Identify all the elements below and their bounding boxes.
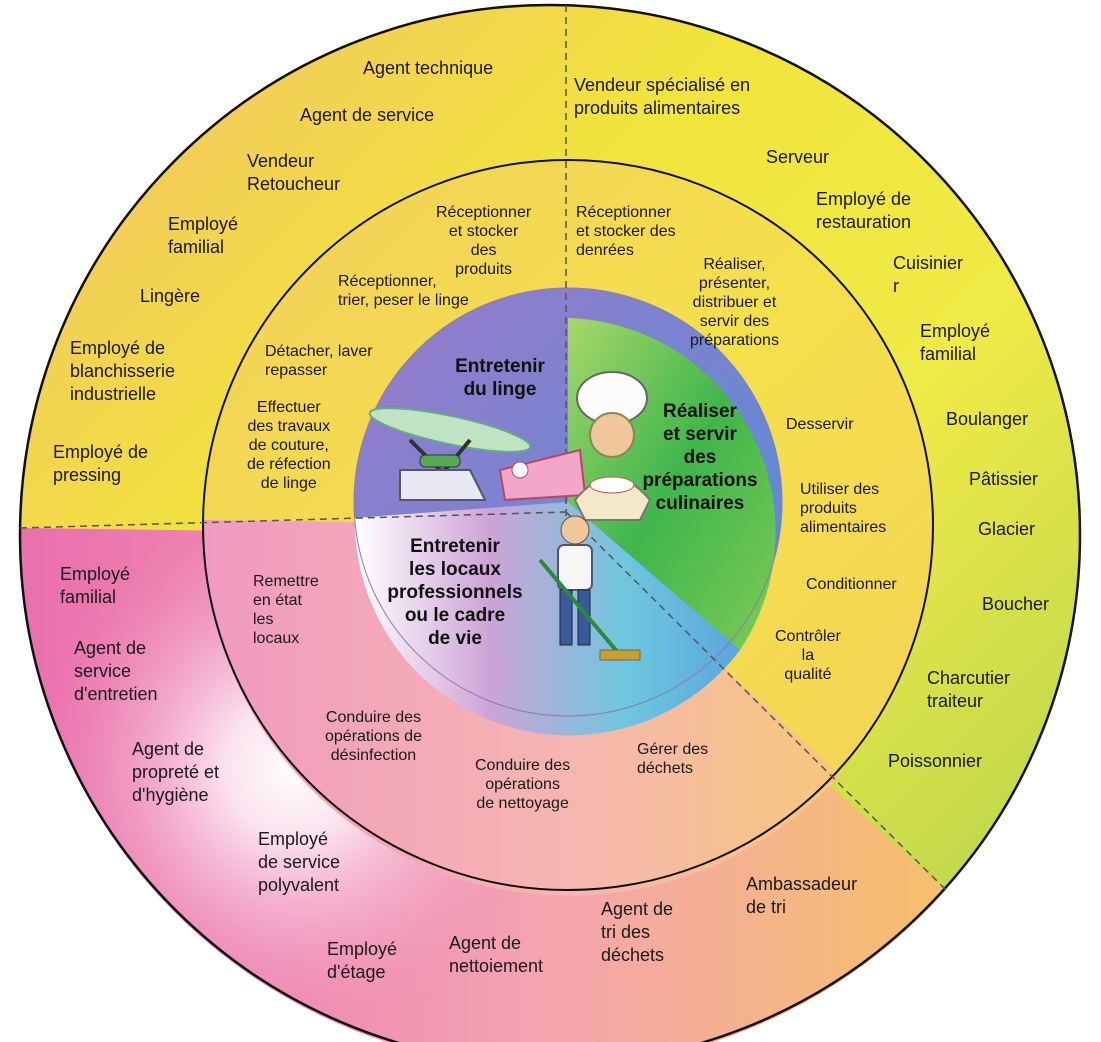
job-serveur: Serveur <box>766 147 830 167</box>
job-restauration: Employé de restauration <box>816 189 912 232</box>
job-entretien: Agent de service d'entretien <box>74 638 158 704</box>
task-linge-couture: Effectuer des travaux de couture, de réf… <box>247 399 331 492</box>
job-agent-technique: Agent technique <box>363 58 494 78</box>
task-linge-detacher: Détacher, laver repasser <box>265 343 373 379</box>
task-loc-nettoyage: Conduire des opérations de nettoyage <box>475 757 571 812</box>
inner-disc-locaux <box>354 502 740 736</box>
job-poissonnier: Poissonnier <box>888 751 983 771</box>
divider-diagonal <box>565 511 947 891</box>
job-lingere: Lingère <box>140 286 201 306</box>
job-patissier: Pâtissier <box>969 469 1039 489</box>
task-cul-qualite: Contrôler la qualité <box>775 628 841 683</box>
task-linge-stocker: Réceptionner et stocker des produits <box>436 204 532 278</box>
janitor-icon <box>538 515 641 661</box>
job-employe-familial-2: Employé familial <box>920 321 991 364</box>
job-agent-service: Agent de service <box>300 105 435 125</box>
job-vendeur-alim: Vendeur spécialisé en produits alimentai… <box>574 75 751 118</box>
domain-linge: Entretenir du linge <box>455 356 545 400</box>
job-vendeur-retoucheur: Vendeur Retoucheur <box>247 151 341 194</box>
task-cul-utiliser: Utiliser des produits alimentaires <box>800 481 887 536</box>
domain-locaux: Entretenir les locaux professionnels ou … <box>387 536 523 649</box>
job-proprete: Agent de propreté et d'hygiène <box>132 739 220 805</box>
job-employe-familial-1: Employé familial <box>168 214 239 257</box>
task-cul-conditionner: Conditionner <box>806 576 897 593</box>
job-employe-familial-3: Employé familial <box>60 564 131 607</box>
task-loc-dechets: Gérer des déchets <box>637 741 709 777</box>
task-cul-realiser: Réaliser, présenter, distribuer et servi… <box>690 256 779 349</box>
chef-icon <box>573 371 652 521</box>
task-linge-trier: Réceptionner, trier, peser le linge <box>338 273 469 309</box>
job-charcutier: Charcutier traiteur <box>927 668 1011 711</box>
task-loc-desinfection: Conduire des opérations de désinfection <box>325 709 422 764</box>
task-loc-remettre: Remettre en état les locaux <box>253 573 319 647</box>
job-polyvalent: Employé de service polyvalent <box>258 829 341 895</box>
job-glacier: Glacier <box>978 519 1036 539</box>
task-cul-desservir: Desservir <box>786 416 854 433</box>
job-ambassadeur: Ambassadeur de tri <box>746 874 858 917</box>
job-tri-dechets: Agent de tri des déchets <box>601 899 674 965</box>
domain-culinaire: Réaliser et servir des préparations culi… <box>642 401 758 514</box>
job-boucher: Boucher <box>982 594 1050 614</box>
job-boulanger: Boulanger <box>946 409 1029 429</box>
iron-icon <box>399 454 487 501</box>
job-etage: Employé d'étage <box>327 939 398 982</box>
job-nettoiement: Agent de nettoiement <box>449 933 544 976</box>
task-cul-denrees: Réceptionner et stocker des denrées <box>576 204 676 259</box>
job-blanchisserie: Employé de blanchisserie industrielle <box>70 338 176 404</box>
job-cuisinier: Cuisinier r <box>893 253 964 296</box>
job-pressing: Employé de pressing <box>53 442 149 485</box>
